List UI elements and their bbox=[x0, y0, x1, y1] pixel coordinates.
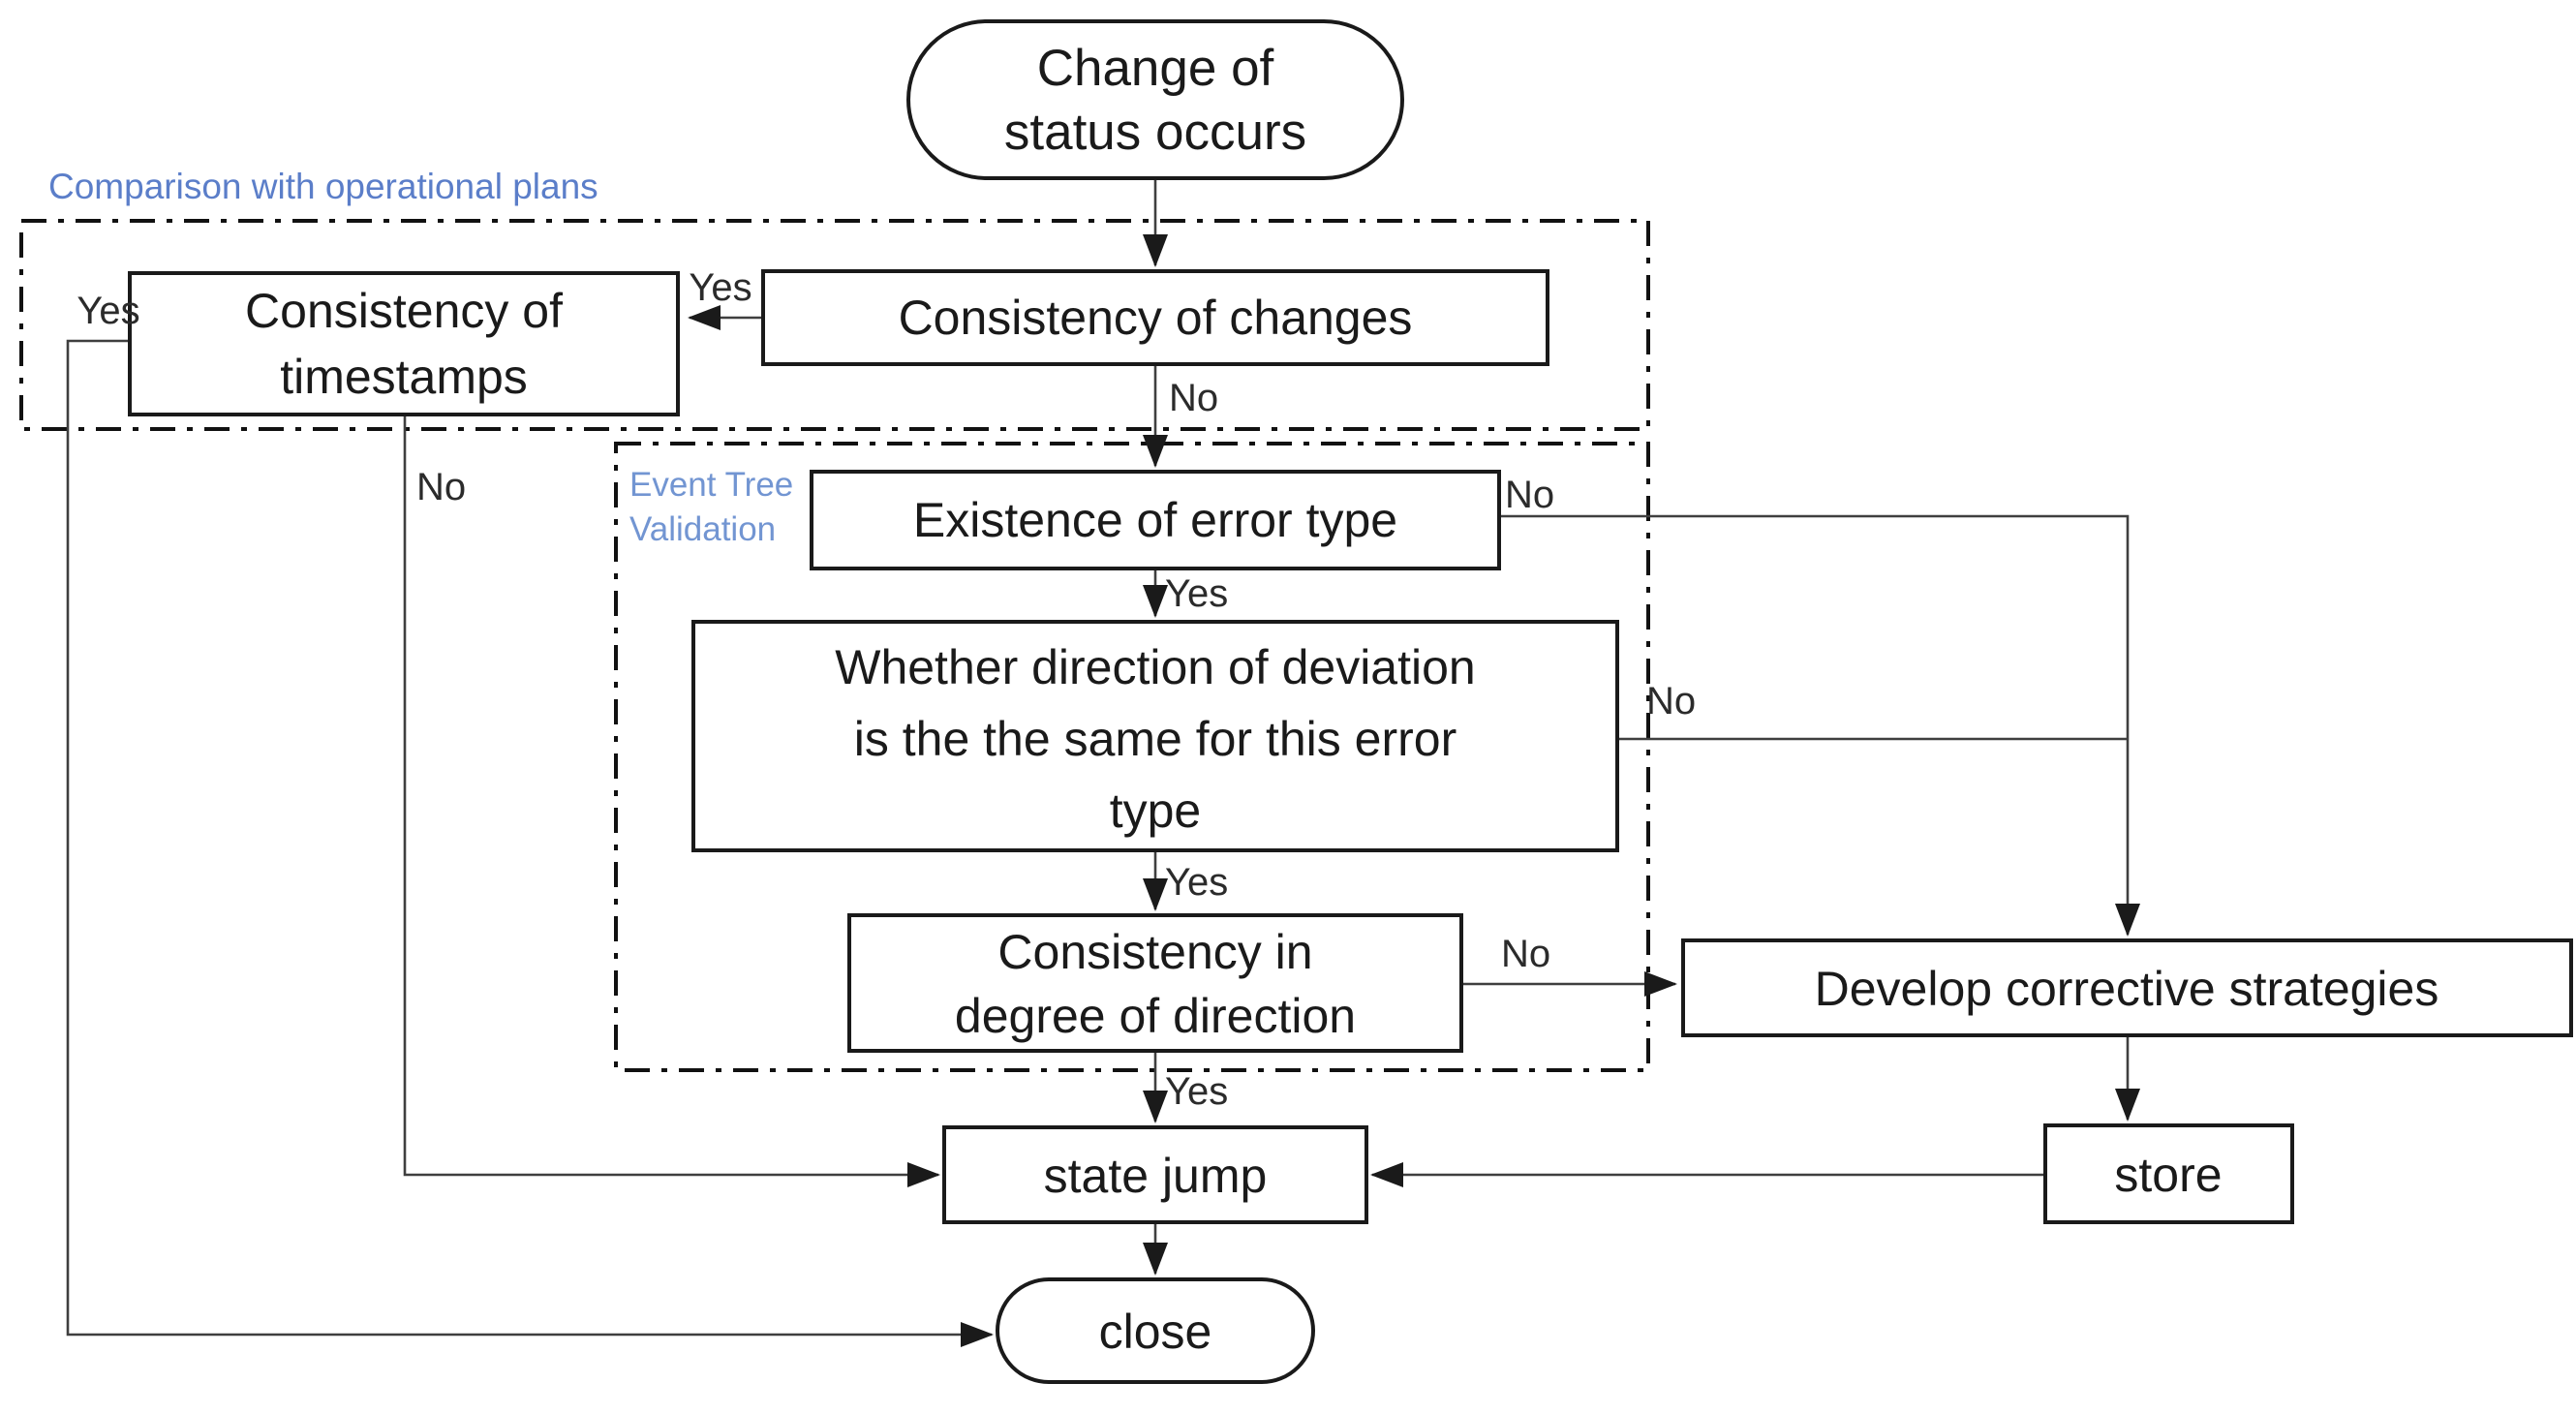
edge-label-yes-changes-to-timestamps: Yes bbox=[689, 266, 751, 309]
node-timestamps bbox=[128, 271, 680, 416]
node-store bbox=[2043, 1123, 2294, 1224]
region-comparison-label: Comparison with operational plans bbox=[48, 167, 598, 206]
node-start bbox=[906, 19, 1404, 180]
edge-label-no-existence-to-develop: No bbox=[1505, 474, 1554, 516]
region-event-tree-label-line1: Event Tree bbox=[629, 466, 793, 504]
edge-label-yes-existence-to-whether: Yes bbox=[1165, 572, 1228, 615]
node-store-label: store bbox=[2114, 1148, 2222, 1202]
edge-label-no-timestamps-to-statejump: No bbox=[416, 466, 466, 508]
node-timestamps-label-line2: timestamps bbox=[280, 350, 528, 404]
node-whether-label-line3: type bbox=[1110, 784, 1202, 838]
node-develop-label: Develop corrective strategies bbox=[1815, 962, 2439, 1016]
region-event-tree-label-line2: Validation bbox=[629, 510, 776, 548]
region-comparison-border bbox=[19, 219, 1650, 431]
node-existence-label: Existence of error type bbox=[913, 493, 1397, 547]
node-start-label-line2: status occurs bbox=[1004, 104, 1306, 161]
node-close bbox=[996, 1277, 1315, 1384]
node-develop bbox=[1681, 938, 2573, 1037]
edge-label-no-whether-to-develop: No bbox=[1646, 680, 1696, 722]
node-changes-label: Consistency of changes bbox=[899, 291, 1413, 345]
node-whether-label-line1: Whether direction of deviation bbox=[835, 640, 1475, 694]
edge-label-no-degree-to-develop: No bbox=[1501, 933, 1550, 975]
node-close-label: close bbox=[1099, 1305, 1212, 1359]
edge-label-yes-timestamps-to-close: Yes bbox=[77, 290, 139, 332]
node-changes bbox=[761, 269, 1549, 366]
node-whether bbox=[691, 620, 1619, 852]
node-existence bbox=[810, 470, 1501, 570]
arrow-existence-no-to-develop bbox=[1501, 514, 2140, 937]
node-timestamps-label-line1: Consistency of bbox=[245, 284, 563, 338]
arrow-timestamps-yes-to-close bbox=[66, 339, 994, 1347]
node-start-label-line1: Change of bbox=[1037, 40, 1274, 97]
arrow-timestamps-no-to-statejump bbox=[403, 416, 940, 1187]
node-degree bbox=[847, 913, 1463, 1053]
edge-label-yes-whether-to-degree: Yes bbox=[1165, 861, 1228, 904]
node-statejump bbox=[942, 1125, 1368, 1224]
node-whether-label-line2: is the the same for this error bbox=[854, 712, 1457, 766]
region-event-tree-border bbox=[614, 442, 1650, 1072]
node-statejump-label: state jump bbox=[1044, 1149, 1268, 1203]
node-degree-label-line1: Consistency in bbox=[997, 925, 1312, 979]
edge-label-no-changes-to-existence: No bbox=[1169, 377, 1218, 419]
node-degree-label-line2: degree of direction bbox=[955, 989, 1356, 1043]
edge-label-yes-degree-to-statejump: Yes bbox=[1165, 1070, 1228, 1113]
